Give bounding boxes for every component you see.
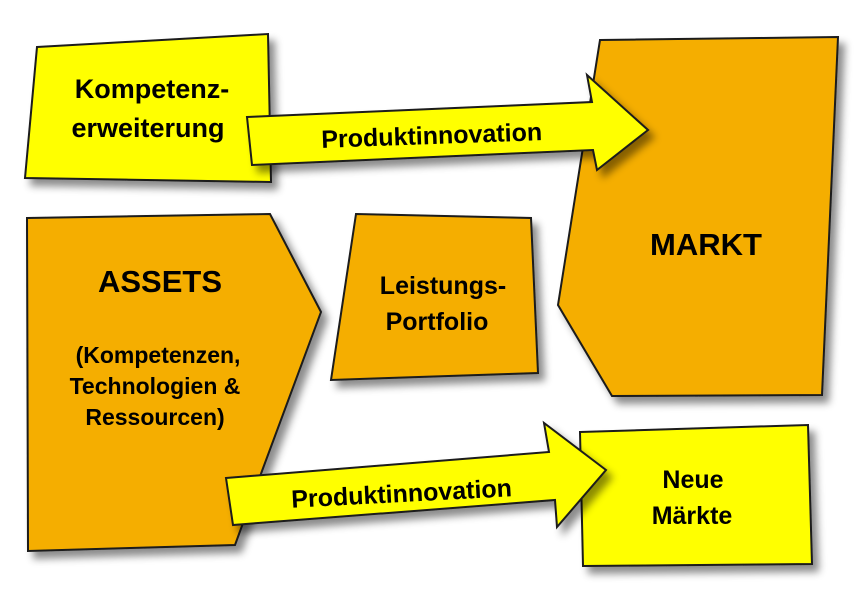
- neue-maerkte-box: Neue Märkte: [578, 423, 814, 568]
- portfolio-line2: Portfolio: [386, 308, 489, 336]
- produktinnovation-arrow-top: Produktinnovation: [245, 72, 650, 172]
- portfolio-line1: Leistungs-: [380, 272, 506, 300]
- produktinnovation-arrow-bottom: Produktinnovation: [224, 420, 608, 530]
- assets-line1: (Kompetenzen,: [76, 342, 241, 368]
- kompetenzerweiterung-line1: Kompetenz-: [75, 74, 230, 104]
- neue-maerkte-line1: Neue: [662, 466, 723, 494]
- assets-shape: ASSETS (Kompetenzen, Technologien & Ress…: [25, 212, 323, 553]
- kompetenzerweiterung-line2: erweiterung: [71, 113, 224, 143]
- kompetenzerweiterung-box: Kompetenz- erweiterung: [23, 32, 273, 184]
- assets-title: ASSETS: [98, 264, 222, 299]
- neue-maerkte-line2: Märkte: [652, 502, 733, 530]
- markt-title: MARKT: [650, 227, 762, 262]
- assets-line2: Technologien &: [70, 373, 241, 399]
- assets-line3: Ressourcen): [85, 404, 224, 430]
- leistungs-portfolio-box: Leistungs- Portfolio: [329, 212, 540, 382]
